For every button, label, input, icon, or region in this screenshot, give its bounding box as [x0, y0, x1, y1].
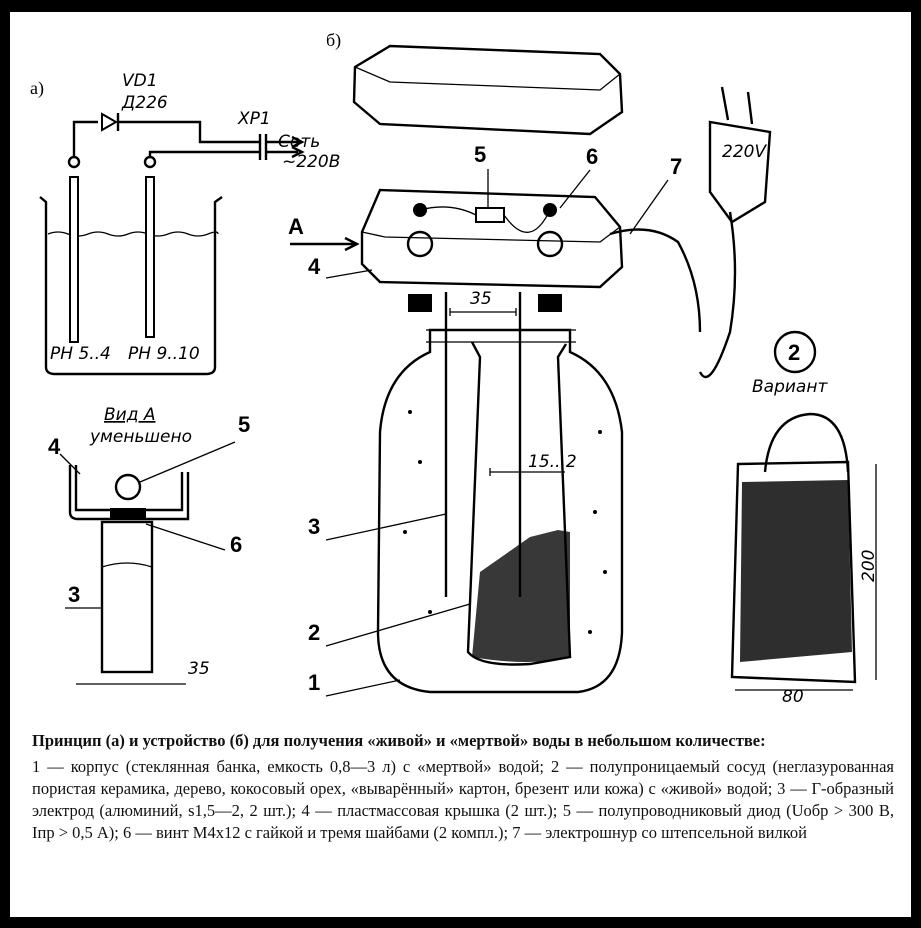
nut-right	[538, 294, 562, 312]
arrow-view-a: А	[288, 214, 304, 239]
label-ph-left: PH 5..4	[50, 344, 111, 364]
label-reduced: уменьшено	[89, 427, 192, 447]
callout-2: 2	[308, 620, 320, 645]
diode-5	[475, 207, 505, 223]
label-plug-220v: 220V	[722, 142, 767, 162]
plug-pin-left	[720, 86, 730, 121]
label-mains: Сеть	[278, 132, 320, 152]
caption-title: Принцип (а) и устройство (б) для получен…	[32, 731, 766, 750]
label-variant: Вариант	[752, 377, 828, 397]
device-b: А 35 15...2 4 5 6 7 3 2 1	[288, 44, 682, 697]
callout-4-view: 4	[48, 434, 61, 459]
label-d226: Д226	[121, 93, 168, 113]
jar-1	[376, 328, 624, 694]
lid-section	[68, 465, 190, 521]
left-electrode	[69, 176, 79, 343]
diode-symbol	[101, 112, 119, 132]
label-dim-35-top: 35	[470, 289, 492, 309]
label-vd1: VD1	[122, 71, 158, 91]
wire-left	[72, 120, 98, 157]
callout-6: 6	[586, 144, 598, 169]
bag	[730, 460, 857, 684]
label-ph-right: PH 9..10	[128, 344, 200, 364]
electrode-plate	[100, 520, 154, 674]
view-a: Вид А уменьшено 35 4 5 6 3	[48, 405, 250, 685]
screw-right	[536, 230, 564, 258]
cord	[609, 228, 702, 333]
callout-3: 3	[308, 514, 320, 539]
callout-4: 4	[308, 254, 321, 279]
lid-4	[360, 188, 624, 289]
bag-handle	[763, 412, 850, 473]
figure-caption: Принцип (а) и устройство (б) для получен…	[32, 730, 894, 844]
label-dim-15: 15...2	[528, 452, 577, 472]
technical-drawing: а) VD1 Д226 XP1 Сеть ~220В PH 5..4 PH 9.…	[30, 30, 879, 707]
left-terminal	[67, 155, 81, 169]
right-electrode	[145, 176, 155, 338]
variant-number: 2	[788, 340, 800, 365]
wire-right	[148, 150, 260, 157]
wire-diode	[118, 120, 260, 144]
label-view-a: Вид А	[104, 405, 156, 425]
label-dim-80: 80	[782, 687, 804, 707]
beaker	[39, 196, 223, 376]
porous-fill	[472, 530, 570, 662]
right-terminal	[143, 155, 157, 169]
screw-nut	[110, 508, 146, 520]
cord-plug-7: 220V	[609, 86, 772, 379]
label-part-a: а)	[30, 78, 44, 99]
screw-left	[406, 230, 434, 258]
callout-5: 5	[474, 142, 486, 167]
label-voltage: ~220В	[282, 152, 340, 172]
spare-lid	[352, 44, 624, 136]
label-xp1: XP1	[237, 109, 271, 129]
plug-body	[708, 120, 772, 224]
callout-7: 7	[670, 154, 682, 179]
callout-1: 1	[308, 670, 320, 695]
bubbles	[403, 410, 607, 634]
callout-6-view: 6	[230, 532, 242, 557]
figure-page: а) VD1 Д226 XP1 Сеть ~220В PH 5..4 PH 9.…	[10, 12, 911, 917]
vessel-2	[466, 341, 572, 666]
callout-5-view: 5	[238, 412, 250, 437]
variant-circle	[773, 330, 817, 374]
callout-3-view: 3	[68, 582, 80, 607]
label-dim-200: 200	[859, 550, 879, 582]
caption-body: 1 — корпус (стеклянная банка, емкость 0,…	[32, 757, 894, 842]
schematic-a: VD1 Д226 XP1 Сеть ~220В PH 5..4 PH 9..10	[39, 71, 340, 376]
nut-left	[408, 294, 432, 312]
variant-2: 2 Вариант 80 200	[730, 330, 879, 707]
label-part-b: б)	[326, 30, 341, 51]
label-dim-35-bottom: 35	[188, 659, 210, 679]
diode-bulb	[114, 473, 142, 501]
